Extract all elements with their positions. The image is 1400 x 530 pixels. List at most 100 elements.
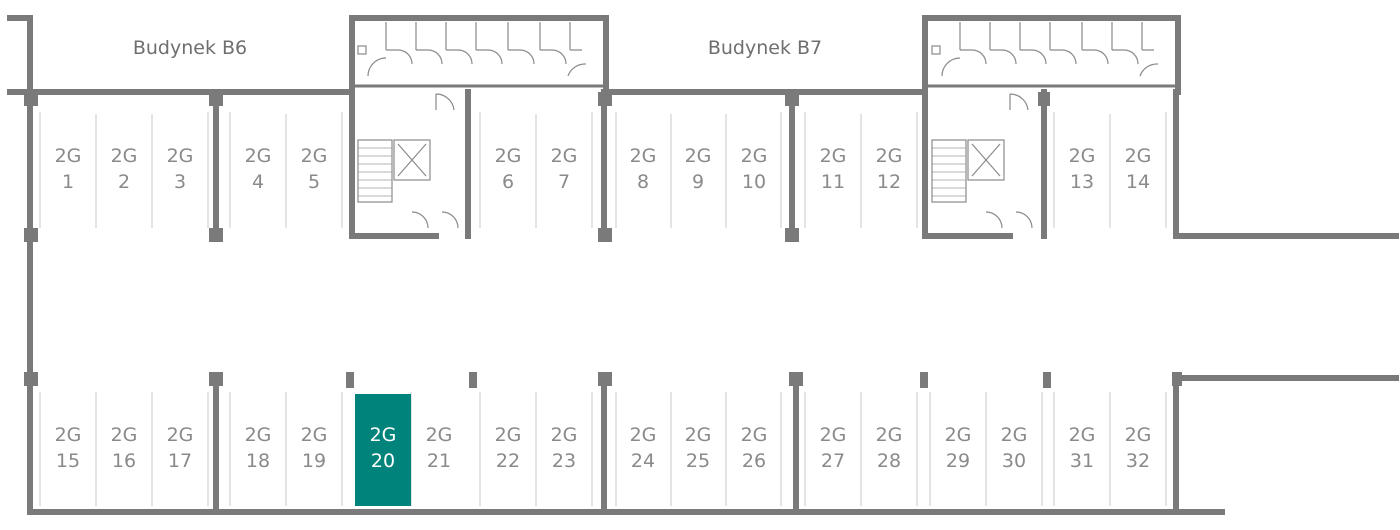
spot-prefix-label: 2G (245, 145, 272, 167)
spot-prefix-label: 2G (741, 145, 768, 167)
parking-spot-area[interactable] (152, 114, 208, 226)
spot-prefix-label: 2G (741, 424, 768, 446)
spot-prefix-label: 2G (630, 145, 657, 167)
stair-core-b6 (357, 139, 431, 203)
spot-number-label: 11 (821, 171, 845, 193)
spot-number-label: 30 (1002, 450, 1026, 472)
spot-number-label: 4 (252, 171, 264, 193)
parking-spot-8[interactable]: 2G8 (615, 114, 671, 226)
spot-prefix-label: 2G (111, 424, 138, 446)
spot-prefix-label: 2G (245, 424, 272, 446)
selected-spot-highlight (355, 394, 411, 506)
spot-prefix-label: 2G (301, 424, 328, 446)
parking-spot-area[interactable] (1054, 114, 1110, 226)
spot-number-label: 13 (1070, 171, 1094, 193)
parking-spot-area[interactable] (96, 114, 152, 226)
spot-prefix-label: 2G (685, 145, 712, 167)
building-label-b6: Budynek B6 (133, 37, 247, 59)
spot-number-label: 5 (308, 171, 320, 193)
parking-spot-area[interactable] (230, 114, 286, 226)
spot-number-label: 29 (946, 450, 970, 472)
spot-number-label: 22 (496, 450, 520, 472)
spot-number-label: 15 (56, 450, 80, 472)
spot-prefix-label: 2G (945, 424, 972, 446)
parking-spot-5[interactable]: 2G5 (286, 114, 342, 226)
spot-number-label: 2 (118, 171, 130, 193)
storage-block-b7 (931, 22, 1159, 229)
spot-number-label: 14 (1126, 171, 1150, 193)
spot-prefix-label: 2G (426, 424, 453, 446)
parking-spot-area[interactable] (480, 114, 536, 226)
parking-spot-area[interactable] (1110, 114, 1166, 226)
parking-spot-area[interactable] (805, 114, 861, 226)
spot-number-label: 18 (246, 450, 270, 472)
spot-prefix-label: 2G (551, 424, 578, 446)
spot-prefix-label: 2G (1069, 424, 1096, 446)
parking-spot-2[interactable]: 2G2 (96, 114, 152, 226)
spot-prefix-label: 2G (495, 145, 522, 167)
parking-spot-1[interactable]: 2G1 (40, 114, 96, 226)
spot-number-label: 23 (552, 450, 576, 472)
spot-number-label: 21 (427, 450, 451, 472)
spot-prefix-label: 2G (876, 424, 903, 446)
storage-block-b6 (357, 22, 587, 229)
parking-spot-7[interactable]: 2G7 (536, 114, 592, 226)
parking-spot-area[interactable] (40, 114, 96, 226)
spot-number-label: 20 (371, 450, 395, 472)
spot-number-label: 16 (112, 450, 136, 472)
spot-prefix-label: 2G (630, 424, 657, 446)
parking-spot-4[interactable]: 2G4 (230, 114, 286, 226)
spot-number-label: 8 (637, 171, 649, 193)
spot-number-label: 25 (686, 450, 710, 472)
spot-number-label: 12 (877, 171, 901, 193)
spot-prefix-label: 2G (167, 145, 194, 167)
spot-prefix-label: 2G (495, 424, 522, 446)
parking-spots: 2G12G22G32G42G52G62G72G82G92G102G112G122… (40, 114, 1166, 506)
parking-spot-area[interactable] (670, 114, 726, 226)
parking-spot-area[interactable] (726, 114, 782, 226)
spot-number-label: 6 (502, 171, 514, 193)
parking-spot-6[interactable]: 2G6 (480, 114, 536, 226)
parking-spot-area[interactable] (536, 114, 592, 226)
parking-spot-area[interactable] (286, 114, 342, 226)
spot-number-label: 17 (168, 450, 192, 472)
parking-spot-9[interactable]: 2G9 (670, 114, 726, 226)
spot-prefix-label: 2G (1125, 145, 1152, 167)
spot-number-label: 28 (877, 450, 901, 472)
spot-number-label: 9 (692, 171, 704, 193)
spot-number-label: 7 (558, 171, 570, 193)
stair-core-b7 (931, 139, 1005, 203)
parking-spot-area[interactable] (861, 114, 917, 226)
spot-number-label: 19 (302, 450, 326, 472)
spot-number-label: 26 (742, 450, 766, 472)
spot-prefix-label: 2G (167, 424, 194, 446)
parking-spot-area[interactable] (615, 114, 671, 226)
spot-prefix-label: 2G (820, 424, 847, 446)
spot-prefix-label: 2G (1001, 424, 1028, 446)
parking-spot-3[interactable]: 2G3 (152, 114, 208, 226)
spot-number-label: 10 (742, 171, 766, 193)
